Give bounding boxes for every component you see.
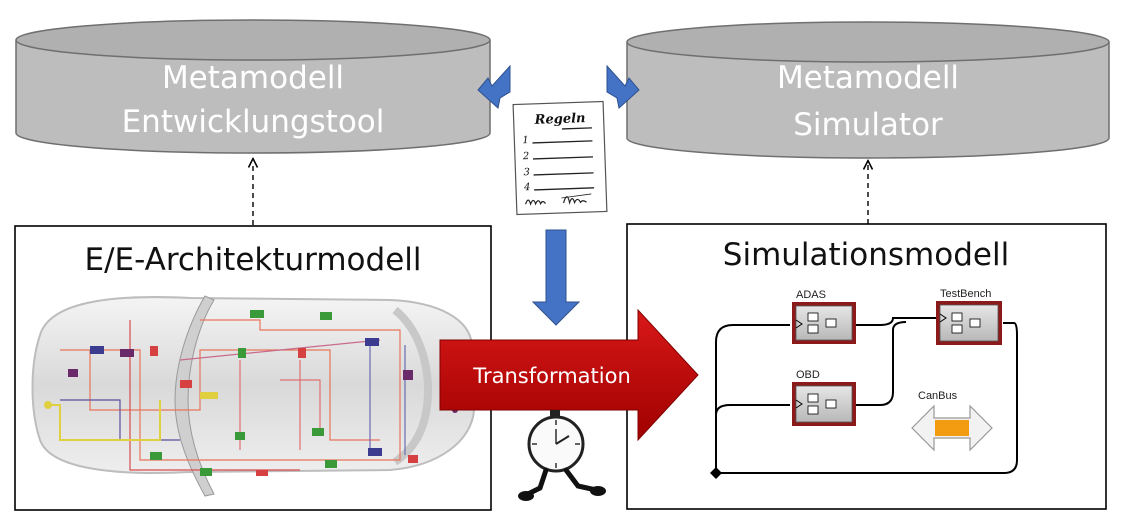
ee-box-title: E/E-Architekturmodell (84, 242, 421, 278)
database-entwicklungstool: Metamodell Entwicklungstool (15, 19, 491, 154)
rules-item-3: 3 (523, 167, 530, 178)
rules-item-2: 2 (522, 151, 530, 162)
sim-block-obd: OBD (792, 369, 856, 426)
stopwatch-icon (518, 410, 606, 501)
database-left-line2: Entwicklungstool (122, 104, 385, 140)
sim-block-canbus: CanBus (911, 390, 993, 452)
simulation-model-box: Simulationsmodell ADAS TestBench (626, 223, 1107, 510)
arrow-to-left-db (477, 64, 511, 109)
arrow-rules-down (531, 229, 581, 326)
database-right-line2: Simulator (793, 107, 943, 143)
database-simulator: Metamodell Simulator (626, 21, 1110, 159)
rules-document: Regeln 1 2 3 4 (512, 100, 608, 216)
database-icon (15, 19, 491, 154)
rules-item-4: 4 (523, 182, 531, 193)
sim-block-adas-label: ADAS (796, 289, 826, 301)
document-icon (512, 100, 608, 216)
sim-block-testbench-label: TestBench (940, 288, 991, 300)
sim-block-testbench: TestBench (936, 288, 1002, 345)
car-wiring-icon (31, 295, 476, 497)
arrow-to-right-db (606, 64, 640, 109)
rules-title: Regeln (533, 111, 585, 128)
sim-block-adas: ADAS (792, 289, 856, 344)
ee-architecture-box: E/E-Architekturmodell (14, 225, 492, 511)
database-icon (626, 21, 1110, 159)
sim-block-canbus-label: CanBus (918, 390, 958, 402)
transformation-arrow: Transformation (439, 308, 699, 442)
rules-item-1: 1 (522, 135, 529, 146)
junction-marker (710, 467, 722, 479)
database-left-line1: Metamodell (162, 60, 344, 96)
transformation-label: Transformation (472, 364, 631, 388)
sim-block-obd-label: OBD (796, 369, 820, 381)
sim-box-title: Simulationsmodell (723, 237, 1009, 273)
database-right-line1: Metamodell (777, 60, 959, 96)
